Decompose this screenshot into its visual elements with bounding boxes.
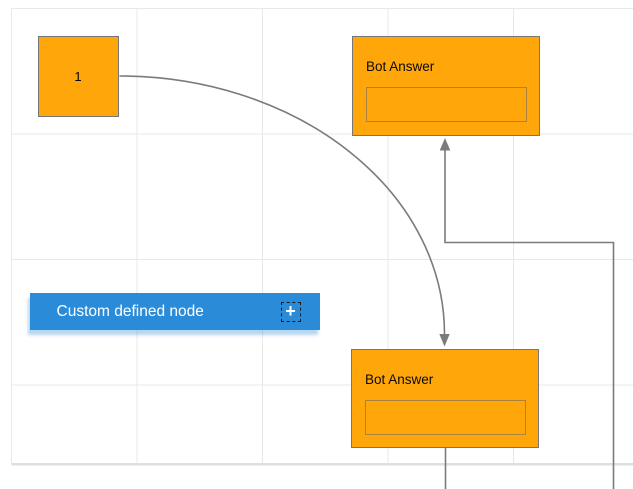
arrowhead-up-icon — [439, 138, 451, 151]
add-node-button[interactable]: + — [280, 300, 301, 322]
bot-answer-input[interactable] — [365, 87, 527, 122]
plus-icon: + — [285, 300, 296, 321]
custom-defined-node[interactable]: Custom defined node + — [29, 293, 320, 330]
connector-curved[interactable] — [119, 75, 450, 347]
node-1-label: 1 — [74, 68, 82, 84]
bot-answer-title: Bot Answer — [366, 59, 435, 74]
bot-answer-title: Bot Answer — [365, 372, 434, 387]
connector-orthogonal[interactable] — [439, 138, 615, 489]
custom-node-label: Custom defined node — [56, 302, 204, 320]
bot-answer-input[interactable] — [364, 400, 526, 435]
grid — [11, 8, 633, 466]
bot-answer-node-top[interactable]: Bot Answer — [352, 36, 540, 136]
bot-answer-node-bottom[interactable]: Bot Answer — [351, 349, 539, 448]
node-1[interactable]: 1 — [37, 35, 119, 117]
arrowhead-down-icon — [439, 334, 450, 347]
